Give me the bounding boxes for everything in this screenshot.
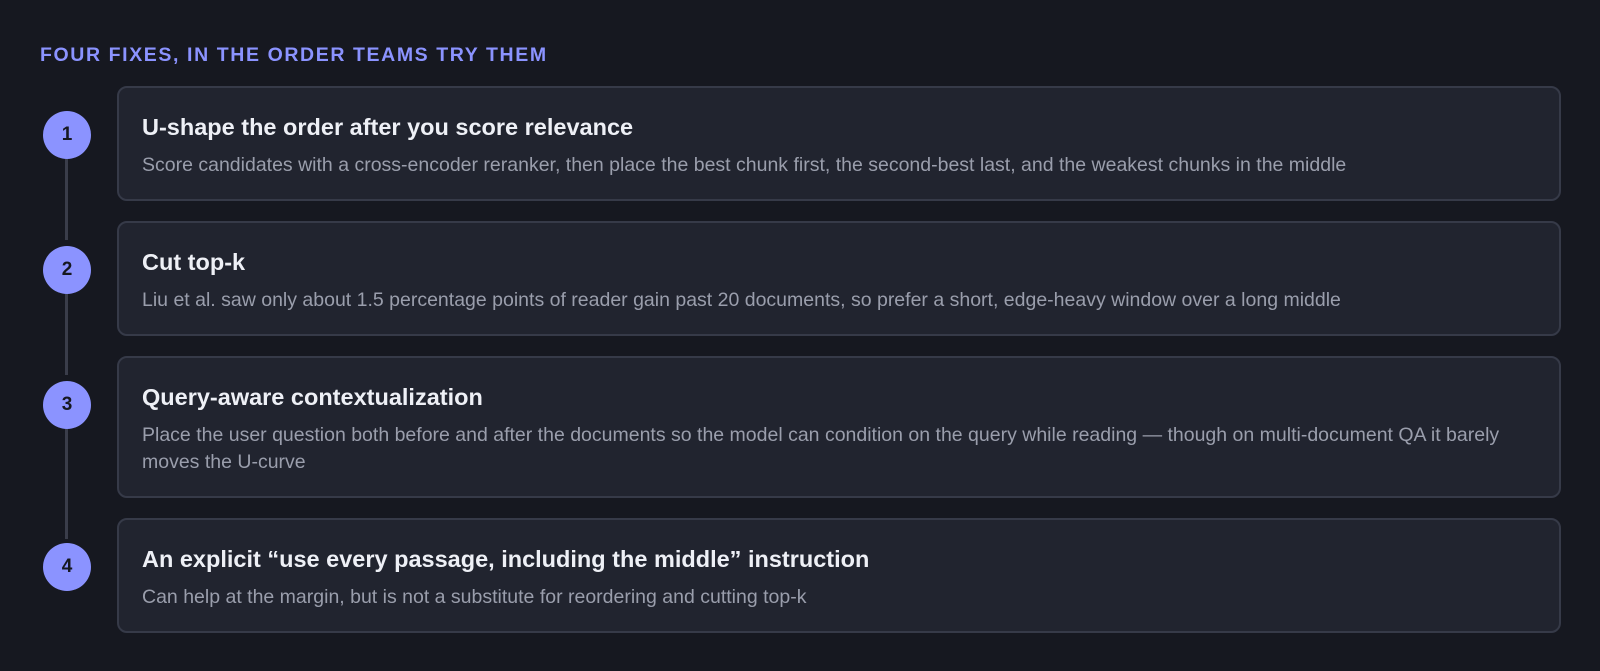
step-description-4: Can help at the margin, but is not a sub… [142,586,807,608]
step-title-2: Cut top-k [142,249,246,275]
step-number-badge-1: 1 [43,111,91,159]
step-card-1: U-shape the order after you score releva… [117,86,1561,201]
step-title-3: Query-aware contextualization [142,384,483,410]
step-number-badge-3: 3 [43,381,91,429]
step-card-2: Cut top-k Liu et al. saw only about 1.5 … [117,221,1561,336]
step-connector-line [65,428,68,539]
step-number-badge-4: 4 [43,543,91,591]
step-title-1: U-shape the order after you score releva… [142,114,634,140]
step-description-1: Score candidates with a cross-encoder re… [142,154,1347,176]
step-card-4: An explicit “use every passage, includin… [117,518,1561,633]
step-title-4: An explicit “use every passage, includin… [142,546,870,572]
step-description-3: Place the user question both before and … [142,424,1500,473]
section-heading: FOUR FIXES, IN THE ORDER TEAMS TRY THEM [40,44,548,66]
step-number-badge-2: 2 [43,246,91,294]
step-description-2: Liu et al. saw only about 1.5 percentage… [142,289,1341,311]
step-connector-line [65,158,68,240]
step-connector-line [65,293,68,375]
step-card-3: Query-aware contextualization Place the … [117,356,1561,498]
